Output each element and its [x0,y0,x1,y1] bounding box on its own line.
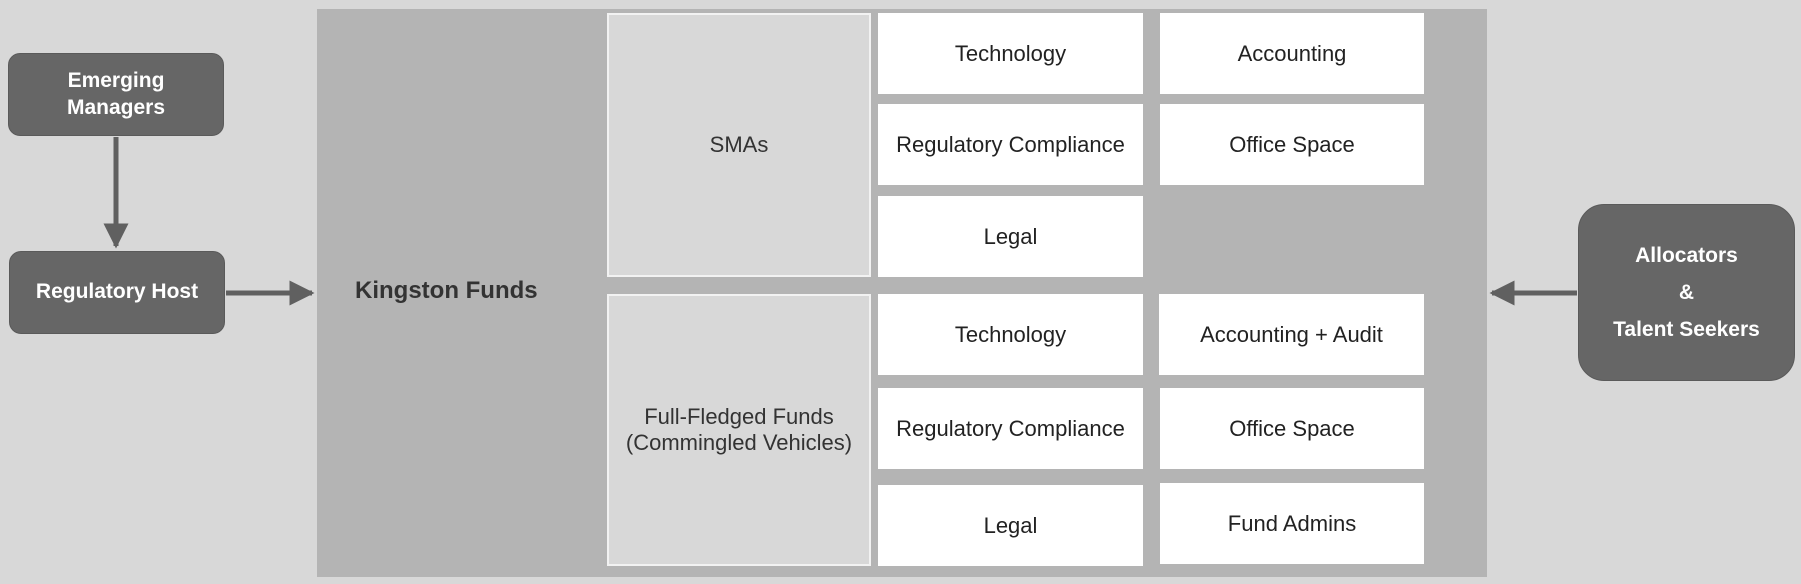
smas-accounting-box: Accounting [1160,13,1424,94]
allocators-talent-seekers-node: Allocators & Talent Seekers [1578,204,1795,381]
smas-office-space-box: Office Space [1160,104,1424,185]
talent-seekers-label: Talent Seekers [1613,318,1760,341]
funds-regulatory-compliance-box: Regulatory Compliance [878,388,1143,469]
funds-technology-box: Technology [878,294,1143,375]
funds-fund-admins-box: Fund Admins [1160,483,1424,564]
kingston-funds-panel [317,9,1487,577]
allocators-label: Allocators [1635,244,1738,267]
kingston-funds-title: Kingston Funds [355,277,538,304]
ampersand-label: & [1678,281,1695,304]
regulatory-host-node: Regulatory Host [9,251,225,334]
smas-regulatory-compliance-box: Regulatory Compliance [878,104,1143,185]
funds-accounting-audit-box: Accounting + Audit [1159,294,1424,375]
funds-legal-box: Legal [878,485,1143,566]
full-fledged-funds-group: Full-Fledged Funds (Commingled Vehicles) [607,294,871,566]
smas-technology-box: Technology [878,13,1143,94]
smas-legal-box: Legal [878,196,1143,277]
funds-office-space-box: Office Space [1160,388,1424,469]
emerging-managers-node: Emerging Managers [8,53,224,136]
smas-group: SMAs [607,13,871,277]
